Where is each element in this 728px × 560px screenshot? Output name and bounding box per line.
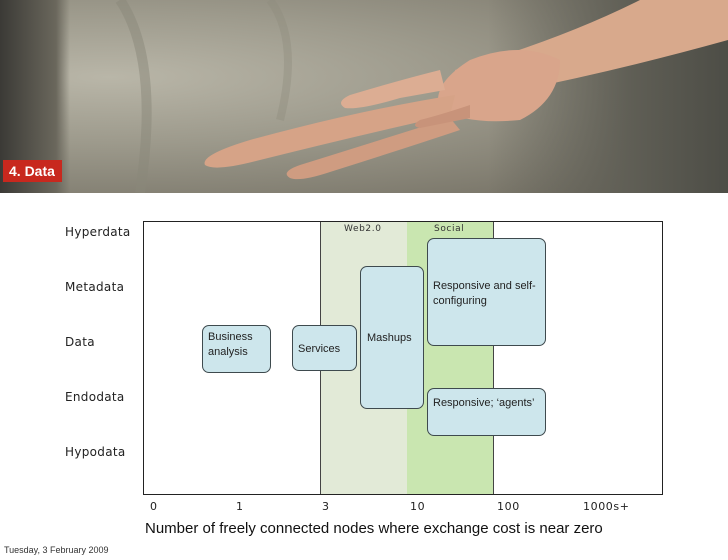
- responsive-self-configuring-box: Responsive and self-configuring: [427, 238, 546, 346]
- mashups-box: Mashups: [360, 266, 424, 409]
- slide-footer-date: Tuesday, 3 February 2009: [4, 545, 109, 555]
- row-label-hyperdata: Hyperdata: [65, 225, 131, 239]
- row-label-hypodata: Hypodata: [65, 445, 126, 459]
- responsive-agents-box: Responsive; ‘agents’: [427, 388, 546, 436]
- row-label-metadata: Metadata: [65, 280, 125, 294]
- business-analysis-box: Business analysis: [202, 325, 271, 373]
- row-label-endodata: Endodata: [65, 390, 125, 404]
- web2-band-label: Web2.0: [344, 224, 382, 234]
- slide-title: 4. Data: [3, 160, 62, 182]
- x-axis-label: Number of freely connected nodes where e…: [145, 520, 603, 537]
- x-tick-3: 3: [322, 500, 330, 513]
- hand-illustration: [115, 0, 728, 193]
- crossed-fingers-photo: [0, 0, 728, 193]
- social-band-label: Social: [434, 224, 465, 234]
- x-tick-10: 10: [410, 500, 426, 513]
- x-tick-1000s: 1000s+: [583, 500, 630, 513]
- x-tick-0: 0: [150, 500, 158, 513]
- row-label-data: Data: [65, 335, 95, 349]
- services-box: Services: [292, 325, 357, 371]
- x-tick-1: 1: [236, 500, 244, 513]
- x-tick-100: 100: [497, 500, 520, 513]
